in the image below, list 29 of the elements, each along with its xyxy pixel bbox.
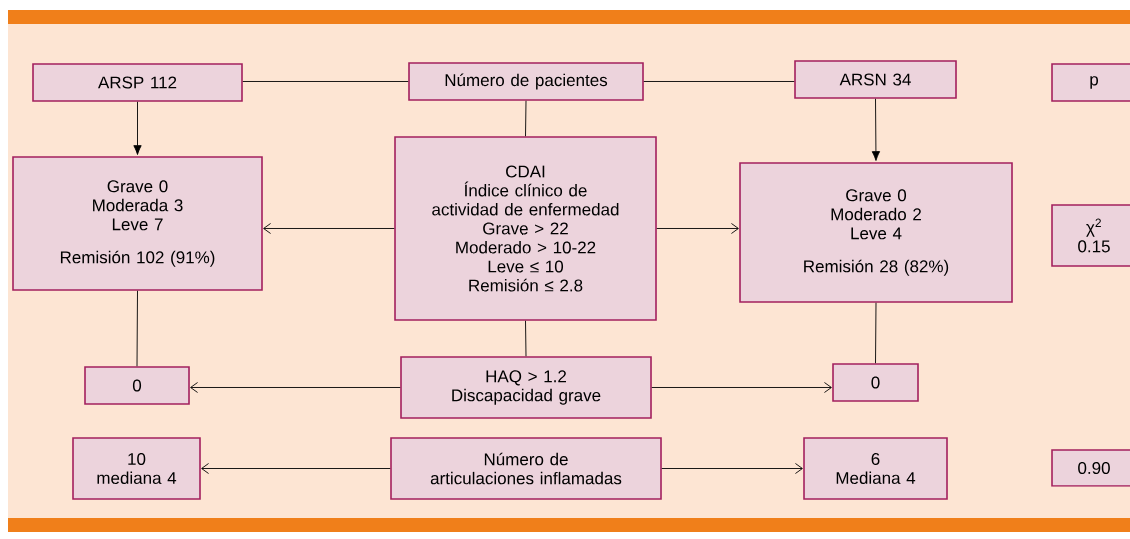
box: ARSP 112	[32, 63, 243, 102]
arrow	[871, 98, 881, 161]
box: 6 Mediana 4	[803, 437, 948, 500]
connector-line	[242, 81, 409, 82]
arrow	[651, 382, 832, 393]
box: Grave 0 Moderada 3 Leve 7 Remisión 102 (91%)	[12, 156, 263, 291]
box: 10 mediana 4	[72, 437, 201, 500]
arrow	[201, 463, 391, 474]
box: χ$^{2}$ 0.15	[1051, 204, 1130, 267]
connector-line	[525, 320, 527, 357]
arrow	[661, 463, 803, 474]
arrow	[656, 223, 739, 234]
box: CDAI Índice clínico de actividad de enfermedad Grave > 22 Moderado > 10-22 Leve ≤ 10 Remisión ≤ 2.8	[394, 136, 657, 321]
box: Número de articulaciones inflamadas	[390, 437, 662, 500]
box: Grave 0 Moderado 2 Leve 4 Remisión 28 (82%)	[739, 162, 1013, 303]
box: Número de pacientes	[408, 62, 644, 101]
connector-line	[875, 302, 877, 364]
box: p	[1051, 63, 1130, 102]
arrow	[133, 101, 142, 155]
box: ARSN 34	[794, 60, 957, 99]
arrow	[190, 382, 401, 393]
connector-line	[136, 290, 138, 367]
box: 0	[832, 363, 919, 402]
arrow	[263, 223, 395, 234]
box: 0	[84, 366, 190, 405]
connector-line	[525, 100, 527, 137]
box: HAQ > 1.2 Discapacidad grave	[400, 356, 652, 419]
connector-line	[643, 81, 795, 82]
box: 0.90	[1051, 449, 1130, 487]
